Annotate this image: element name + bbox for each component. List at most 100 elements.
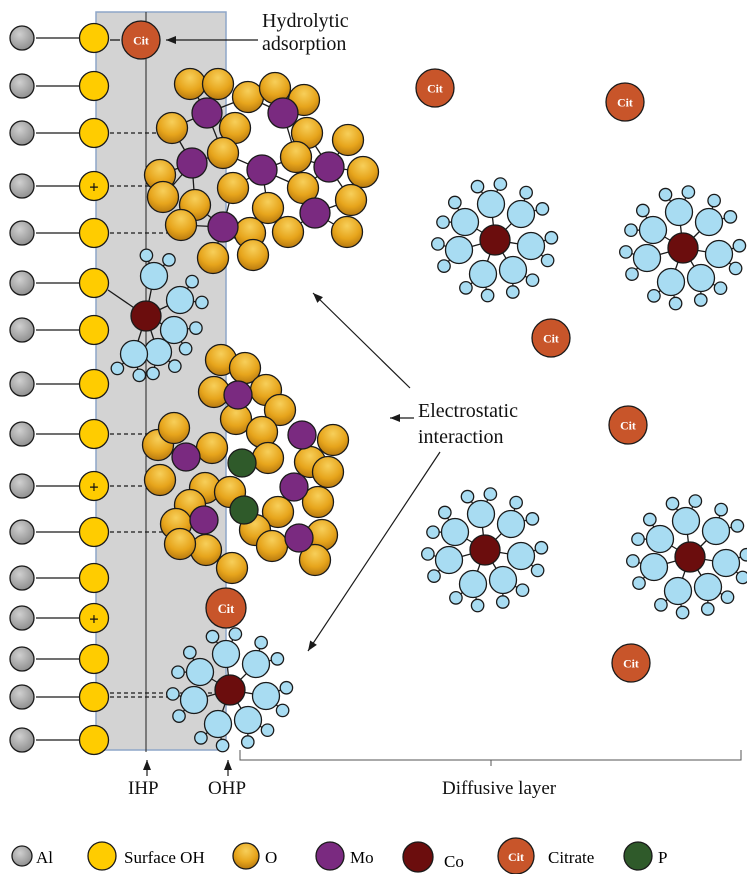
hydrogen-atom (270, 652, 285, 666)
oxygen-atom (206, 136, 240, 170)
water-oxygen-atom (516, 231, 546, 261)
hydrogen-atom (195, 295, 209, 310)
al-atom (9, 220, 35, 246)
water-oxygen-atom (645, 524, 675, 554)
hydrogen-atom (205, 629, 220, 644)
surface-oh-atom (78, 170, 110, 202)
positive-charge-sign: + (89, 610, 99, 629)
oxygen-atom (251, 441, 285, 475)
hydrogen-atom (459, 281, 473, 295)
al-atom (9, 371, 35, 397)
hydrogen-atom (189, 321, 203, 335)
electrostatic-arrow-top (312, 292, 411, 389)
legend-o-label: O (265, 848, 278, 867)
ohp-label: OHP (208, 778, 247, 799)
water-oxygen-atom (139, 261, 169, 291)
hydrogen-atom (139, 248, 154, 263)
oxygen-atom (279, 140, 313, 174)
hydrogen-atom (178, 341, 193, 356)
oxygen-atom (251, 191, 285, 225)
al-atom (9, 317, 35, 343)
legend-mo-icon (315, 841, 345, 871)
citrate-hydrolytic (121, 20, 161, 60)
surface-oh-atom (78, 217, 110, 249)
hydrogen-atom (530, 563, 545, 578)
legend-p-icon (623, 841, 653, 871)
oxygen-atom (271, 215, 305, 249)
oxygen-atom (195, 431, 229, 465)
hydrogen-atom (723, 210, 738, 224)
legend-surface-oh-icon (87, 841, 117, 871)
molybdenum-atom (287, 420, 317, 450)
surface-oh-atom (78, 602, 110, 634)
oxygen-atom (215, 551, 249, 585)
hydrogen-atom (110, 361, 125, 376)
water-oxygen-atom (466, 499, 496, 529)
molybdenum-atom (299, 197, 331, 229)
water-oxygen-atom (185, 657, 215, 687)
water-oxygen-atom (488, 565, 518, 595)
legend-p-label: P (658, 848, 668, 867)
legend-al-label: Al (36, 848, 53, 867)
legend-mo-label: Mo (350, 848, 374, 867)
hydrogen-atom (714, 502, 728, 517)
hydrogen-atom (632, 576, 646, 590)
oxygen-atom (216, 171, 250, 205)
hydrogen-atom (720, 590, 735, 605)
hydrogen-atom (688, 494, 703, 508)
citrate-diffuse (531, 318, 571, 358)
legend-surface-oh-label: Surface OH (124, 848, 205, 867)
surface-oh-atom (78, 470, 110, 502)
oxygen-atom (311, 455, 345, 489)
electrostatic-arrow-top-head (313, 293, 323, 303)
surface-oh-atom (78, 724, 110, 756)
hydrogen-atom (194, 731, 208, 745)
citrate-diffuse (608, 405, 648, 445)
hydrogen-atom (470, 598, 485, 613)
hydrogen-atom (668, 296, 683, 311)
surface-oh-atom (78, 643, 110, 675)
molybdenum-atom (246, 154, 278, 186)
oxygen-atom (201, 67, 235, 101)
water-oxygen-atom (458, 569, 488, 599)
hydrogen-atom (426, 525, 440, 540)
molybdenum-atom (189, 505, 219, 535)
oxygen-atom (231, 80, 265, 114)
citrate-ohp (205, 587, 247, 629)
positive-charge-sign: + (89, 178, 99, 197)
hydrogen-atom (483, 487, 498, 501)
oxygen-atom (298, 543, 332, 577)
cobalt-atom-diffuse (674, 541, 706, 573)
water-oxygen-atom (159, 315, 189, 345)
hydrogen-atom (509, 495, 523, 510)
cobalt-atom-adsorbed (130, 300, 162, 332)
molybdenum-atom (313, 151, 345, 183)
hydrogen-atom (449, 591, 463, 605)
oxygen-atom (164, 208, 198, 242)
water-oxygen-atom (444, 235, 474, 265)
water-oxygen-atom (211, 639, 241, 669)
water-oxygen-atom (440, 517, 470, 547)
al-atom (9, 173, 35, 199)
hydrogen-atom (167, 359, 182, 374)
hydrogen-atom (495, 595, 510, 609)
surface-oh-atom (78, 516, 110, 548)
water-oxygen-atom (693, 572, 723, 602)
al-atom (9, 684, 35, 710)
hydrogen-atom (619, 245, 633, 259)
electrostatic-label-line1: Electrostatic (418, 400, 518, 422)
electrostatic-arrow-bottom-head (308, 640, 317, 651)
surface-oh-atom (78, 117, 110, 149)
hydrogen-atom (624, 223, 638, 238)
water-oxygen-atom (498, 255, 528, 285)
surface-oh-atom (78, 314, 110, 346)
hydrogen-atom (675, 605, 690, 620)
oxygen-atom (196, 241, 230, 275)
ihp-arrow-head (143, 760, 151, 770)
al-atom (9, 605, 35, 631)
citrate-diffuse (605, 82, 645, 122)
water-oxygen-atom (476, 189, 506, 219)
hydrogen-atom (631, 532, 645, 547)
hydrogen-atom (182, 645, 197, 660)
hydrogen-atom (275, 703, 290, 718)
